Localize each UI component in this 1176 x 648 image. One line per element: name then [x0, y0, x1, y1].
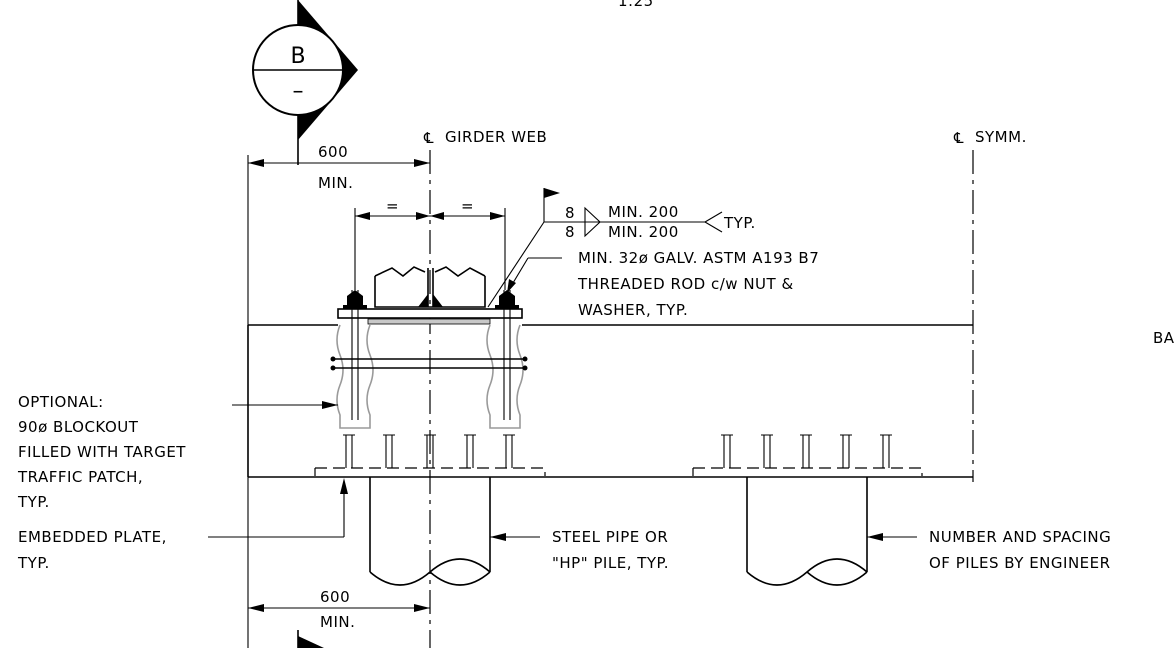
pile-cap [247, 324, 973, 478]
section-letter: B [290, 44, 305, 69]
bearing-plate [337, 308, 523, 325]
blockout-line-3: FILLED WITH TARGET [18, 443, 186, 461]
top-dimension: 600 MIN. [247, 143, 430, 325]
pile-spacing-line-2: OF PILES BY ENGINEER [929, 554, 1111, 572]
section-marker-bottom [297, 630, 324, 648]
weld-note: TYP. [723, 214, 756, 232]
threaded-rod-callout: MIN. 32ø GALV. ASTM A193 B7 THREADED ROD… [506, 249, 819, 319]
threaded-rod-line-1: MIN. 32ø GALV. ASTM A193 B7 [578, 249, 819, 267]
blockout-left [336, 324, 374, 429]
pile-right [746, 477, 868, 586]
weld-symbol: 8 8 MIN. 200 MIN. 200 TYP. [487, 188, 756, 308]
girder-web-centerline: ℄ GIRDER WEB [423, 128, 547, 648]
equal-mark-right: = [461, 197, 474, 215]
pile-spacing-line-1: NUMBER AND SPACING [929, 528, 1111, 546]
blockout-line-5: TYP. [17, 493, 50, 511]
reinforcing-bars [330, 356, 528, 371]
pile-callout: STEEL PIPE OR "HP" PILE, TYP. [490, 528, 669, 572]
embedded-plate-line-1: EMBEDDED PLATE, [18, 528, 167, 546]
section-marker: B – [252, 0, 358, 165]
embedded-plate-line-2: TYP. [17, 554, 50, 572]
symmetry-centerline: ℄ SYMM. [953, 128, 1027, 482]
weld-length-bottom: MIN. 200 [608, 223, 679, 241]
weld-size-top: 8 [565, 204, 575, 222]
bottom-dimension: 600 MIN. [247, 477, 430, 648]
threaded-rod-line-2: THREADED ROD c/w NUT & [577, 275, 794, 293]
section-sheet: – [293, 79, 304, 104]
shear-studs-right [692, 434, 923, 476]
blockout-callout: OPTIONAL: 90ø BLOCKOUT FILLED WITH TARGE… [17, 393, 338, 511]
svg-text:℄: ℄ [953, 129, 964, 147]
threaded-rod-line-3: WASHER, TYP. [578, 301, 688, 319]
top-dimension-note: MIN. [318, 174, 353, 192]
pile-left [369, 477, 491, 586]
equal-mark-left: = [386, 197, 399, 215]
weld-length-top: MIN. 200 [608, 203, 679, 221]
blockout-line-2: 90ø BLOCKOUT [18, 418, 139, 436]
cut-off-label: BA [1153, 329, 1175, 347]
equal-dimension: = = [354, 197, 506, 290]
svg-text:℄: ℄ [423, 129, 434, 147]
anchor-rod-left [343, 290, 367, 420]
pile-line-1: STEEL PIPE OR [552, 528, 668, 546]
anchor-rod-right [495, 290, 519, 420]
girder-web-label: GIRDER WEB [445, 128, 547, 146]
bottom-dimension-note: MIN. [320, 613, 355, 631]
girder-section [374, 266, 486, 308]
pile-spacing-callout: NUMBER AND SPACING OF PILES BY ENGINEER [867, 528, 1111, 572]
pile-line-2: "HP" PILE, TYP. [552, 554, 669, 572]
bottom-dimension-value: 600 [320, 588, 350, 606]
shear-studs-left [314, 434, 546, 476]
blockout-line-1: OPTIONAL: [18, 393, 104, 411]
weld-size-bottom: 8 [565, 223, 575, 241]
embedded-plate-callout: EMBEDDED PLATE, TYP. [17, 478, 348, 572]
blockout-line-4: TRAFFIC PATCH, [17, 468, 143, 486]
scale-text: 1:25 [618, 0, 654, 10]
symmetry-label: SYMM. [975, 128, 1027, 146]
blockout-right [486, 324, 524, 429]
top-dimension-value: 600 [318, 143, 348, 161]
